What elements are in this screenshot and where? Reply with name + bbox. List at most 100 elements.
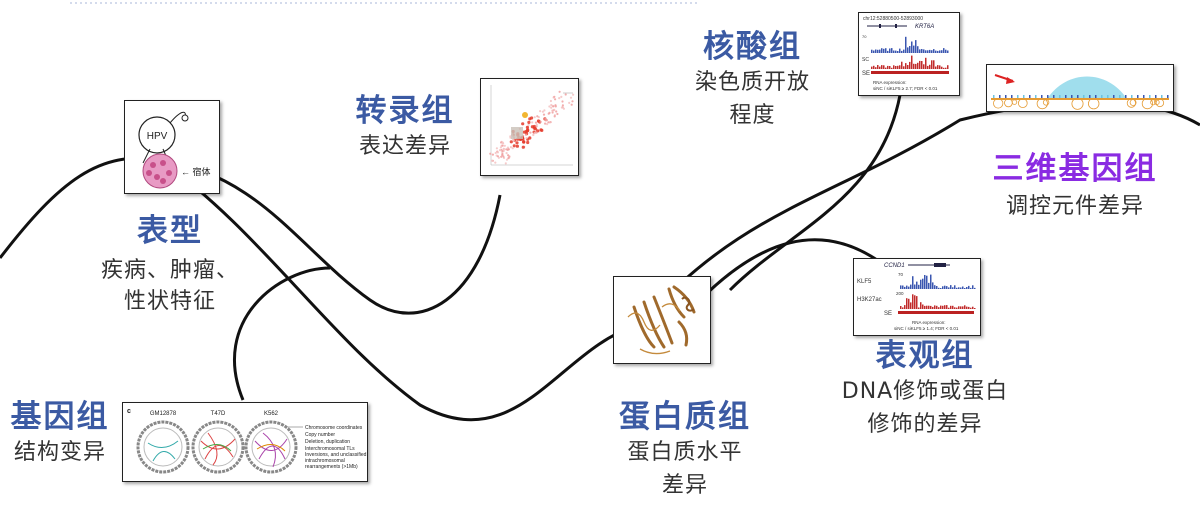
node-proteome-title: 蛋白质组	[619, 399, 751, 435]
hic-tick	[993, 95, 995, 98]
node-epigenome-title: 表观组	[875, 338, 975, 374]
scatter-figure	[480, 78, 579, 176]
krt6a-red-bar	[929, 64, 931, 69]
krt6a-blue-bar	[941, 50, 943, 53]
scatter-point	[553, 95, 556, 98]
krt6a-red-bar	[893, 65, 895, 69]
krt6a-red-bar	[943, 67, 945, 69]
krt6a-red-bar	[903, 66, 905, 69]
ccnd1-blue-bar	[900, 285, 902, 289]
ccnd1-red-bar	[956, 307, 958, 309]
scatter-point	[564, 93, 567, 96]
scatter-point	[539, 110, 542, 113]
scatter-point	[496, 151, 499, 154]
hic-tick	[1077, 95, 1079, 98]
krt6a-blue-bar	[935, 50, 937, 53]
ccnd1-gene: CCND1	[884, 263, 905, 269]
scatter-point	[569, 96, 573, 99]
scatter-point	[533, 116, 536, 119]
krt6a-blue-bar	[943, 48, 945, 53]
scatter-point	[536, 115, 539, 118]
ccnd1-blue-bar	[902, 285, 904, 289]
krt6a-blue-bar	[879, 49, 881, 53]
ccnd1-blue-bar	[916, 281, 918, 289]
krt6a-red-bar	[895, 66, 897, 69]
circos-sample-3: K562	[264, 411, 279, 417]
krt6a-blue-bar	[927, 50, 929, 53]
scatter-point	[511, 147, 514, 150]
krt6a-blue-bar	[937, 50, 939, 53]
krt6a-blue-bar	[911, 41, 913, 53]
krt6a-red-bar	[933, 60, 935, 69]
krt6a-red-bar	[947, 65, 949, 69]
ccnd1-red-bar	[914, 295, 916, 309]
krt6a-red-bar	[935, 66, 937, 69]
ccnd1-red-bar	[922, 304, 924, 309]
hic-tick	[1053, 95, 1055, 98]
ccnd1-blue-bar	[906, 285, 908, 289]
krt6a-red-bar	[915, 63, 917, 69]
circos-panel-letter: c	[127, 408, 131, 415]
krt6a-blue-bar	[895, 50, 897, 53]
scatter-point	[558, 90, 561, 93]
krt6a-blue-bar	[931, 50, 933, 53]
krt6a-red-bar	[873, 65, 875, 69]
hic-tick	[1005, 95, 1007, 98]
node-phenotype-title: 表型	[137, 213, 203, 249]
krt6a-red-bar	[917, 62, 919, 69]
ccnd1-blue-bar	[908, 286, 910, 289]
ccnd1-blue-bar	[946, 286, 948, 289]
ccnd1-blue-bar	[940, 288, 942, 289]
scatter-point	[527, 120, 531, 124]
scatter-point	[535, 131, 538, 134]
scatter-highlight	[511, 127, 523, 139]
scatter-point	[489, 152, 492, 155]
krt6a-blue-bar	[875, 49, 877, 53]
hic-loop	[1036, 97, 1048, 110]
ccnd1-red-bar	[946, 305, 948, 309]
krt6a-red-bar	[925, 57, 927, 69]
krt6a-blue-bar	[873, 50, 875, 53]
svg-text:KLF5: KLF5	[857, 279, 872, 285]
krt6a-red-bar	[937, 65, 939, 69]
ccnd1-blue-bar	[928, 282, 930, 289]
hic-tick	[1125, 95, 1127, 98]
hic-tick	[1101, 95, 1103, 98]
scatter-point	[552, 105, 555, 108]
ccnd1-blue-bar	[972, 285, 974, 289]
ccnd1-red-bar	[952, 305, 954, 309]
scatter-point	[556, 112, 559, 116]
krt6a-blue-bar	[903, 49, 905, 53]
node-nucleic: 核酸组 染色质开放 程度	[680, 28, 825, 130]
ccnd1-blue-bar	[910, 284, 912, 289]
scatter-point	[554, 104, 557, 107]
svg-text:SC: SC	[862, 57, 869, 63]
ccnd1-red-bar	[900, 306, 902, 309]
scatter-point	[500, 155, 503, 158]
ccnd1-blue-track	[900, 274, 976, 289]
svg-text:Interchromosomal TLs: Interchromosomal TLs	[305, 446, 355, 452]
krt6a-red-bar	[901, 61, 903, 69]
ccnd1-blue-bar	[904, 286, 906, 289]
scatter-point	[561, 100, 564, 103]
node-proteome-line-1: 蛋白质水平	[627, 439, 743, 465]
scatter-point	[550, 106, 553, 109]
scatter-point	[547, 121, 550, 124]
scatter-point	[509, 140, 513, 144]
ccnd1-blue-bar	[954, 285, 956, 289]
scatter-point	[495, 147, 498, 150]
ccnd1-blue-bar	[926, 275, 928, 289]
hic-tick	[1149, 95, 1151, 98]
ccnd1-blue-bar	[960, 287, 962, 289]
node-phenotype-line-1: 疾病、肿瘤、	[100, 257, 239, 283]
ccnd1-blue-bar	[944, 285, 946, 289]
krt6a-blue-bar	[945, 49, 947, 53]
hic-triangle	[1047, 76, 1127, 99]
node-3d-genome-line-1: 调控元件差异	[1005, 193, 1144, 219]
scatter-point	[502, 147, 505, 150]
hic-loop	[1141, 97, 1153, 110]
ccnd1-red-bar	[962, 306, 964, 309]
hic-loop	[993, 98, 1004, 109]
circos-sample-2: T47D	[211, 411, 226, 417]
